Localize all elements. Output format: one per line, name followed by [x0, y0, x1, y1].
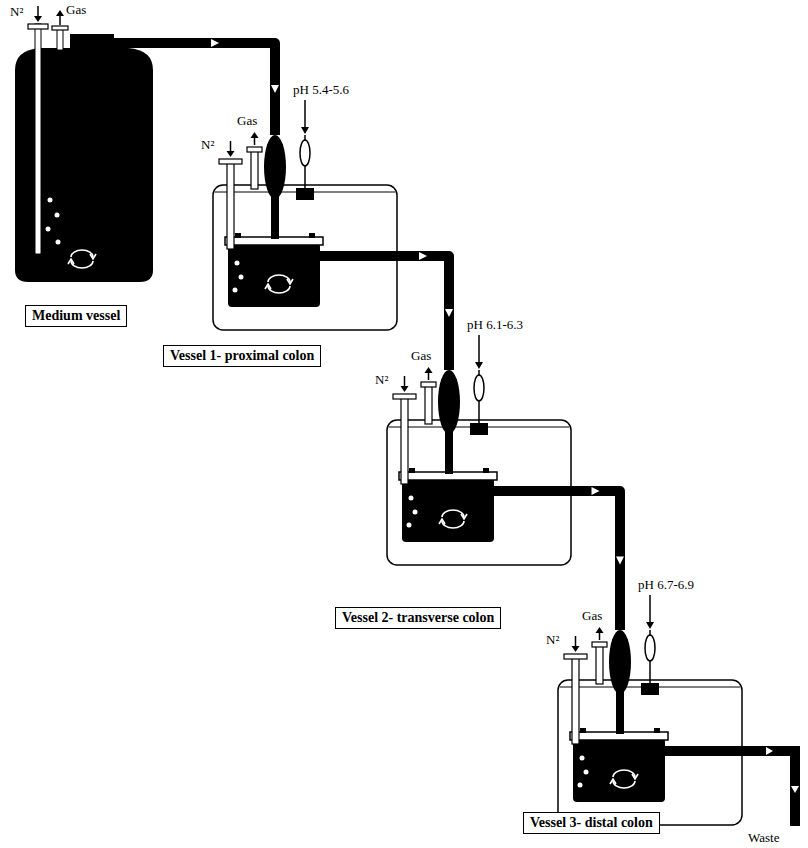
tube: [397, 256, 449, 370]
annotation-label: Gas: [66, 2, 86, 18]
flow-arrowhead: [616, 557, 624, 565]
vessel-label: Medium vessel: [25, 305, 127, 327]
annotation-label: N²: [201, 137, 214, 153]
reactor-vessel: [213, 100, 397, 330]
annotation-label: pH 6.1-6.3: [467, 317, 523, 333]
annotation-label: Gas: [237, 113, 257, 129]
vessel-node: Medium vessel: [15, 30, 155, 327]
annotation-label: N²: [375, 372, 388, 388]
vessel-node: Vessel 3- distal colon: [523, 630, 742, 834]
flow-arrowhead: [271, 85, 279, 93]
annotation-label: Waste: [748, 830, 779, 846]
tube-connector: [571, 487, 624, 630]
tube: [571, 491, 620, 630]
annotation-label: pH 6.7-6.9: [638, 577, 694, 593]
flow-arrowhead: [592, 487, 600, 495]
medium-jar: [15, 6, 157, 282]
vessel-label: Vessel 1- proximal colon: [163, 345, 321, 367]
tube-connector: [397, 252, 453, 370]
annotation-label: N²: [10, 4, 23, 20]
vessel-node: Vessel 1- proximal colon: [163, 135, 397, 367]
reactor-vessel: [558, 595, 742, 825]
vessel-node: Vessel 2- transverse colon: [335, 370, 571, 629]
tube-connector: [155, 39, 279, 135]
annotation-label: Gas: [411, 348, 431, 364]
vessel-label: Vessel 2- transverse colon: [335, 607, 501, 629]
vessel-label: Vessel 3- distal colon: [523, 812, 660, 834]
reactor-vessel: [387, 335, 571, 565]
flow-arrowhead: [419, 252, 427, 260]
flow-arrowhead: [211, 39, 219, 47]
waste-tube: [742, 747, 799, 826]
annotation-label: N²: [546, 632, 559, 648]
annotation-label: pH 5.4-5.6: [293, 82, 349, 98]
annotation-label: Gas: [582, 608, 602, 624]
flow-arrowhead: [445, 309, 453, 317]
tube: [155, 43, 275, 135]
